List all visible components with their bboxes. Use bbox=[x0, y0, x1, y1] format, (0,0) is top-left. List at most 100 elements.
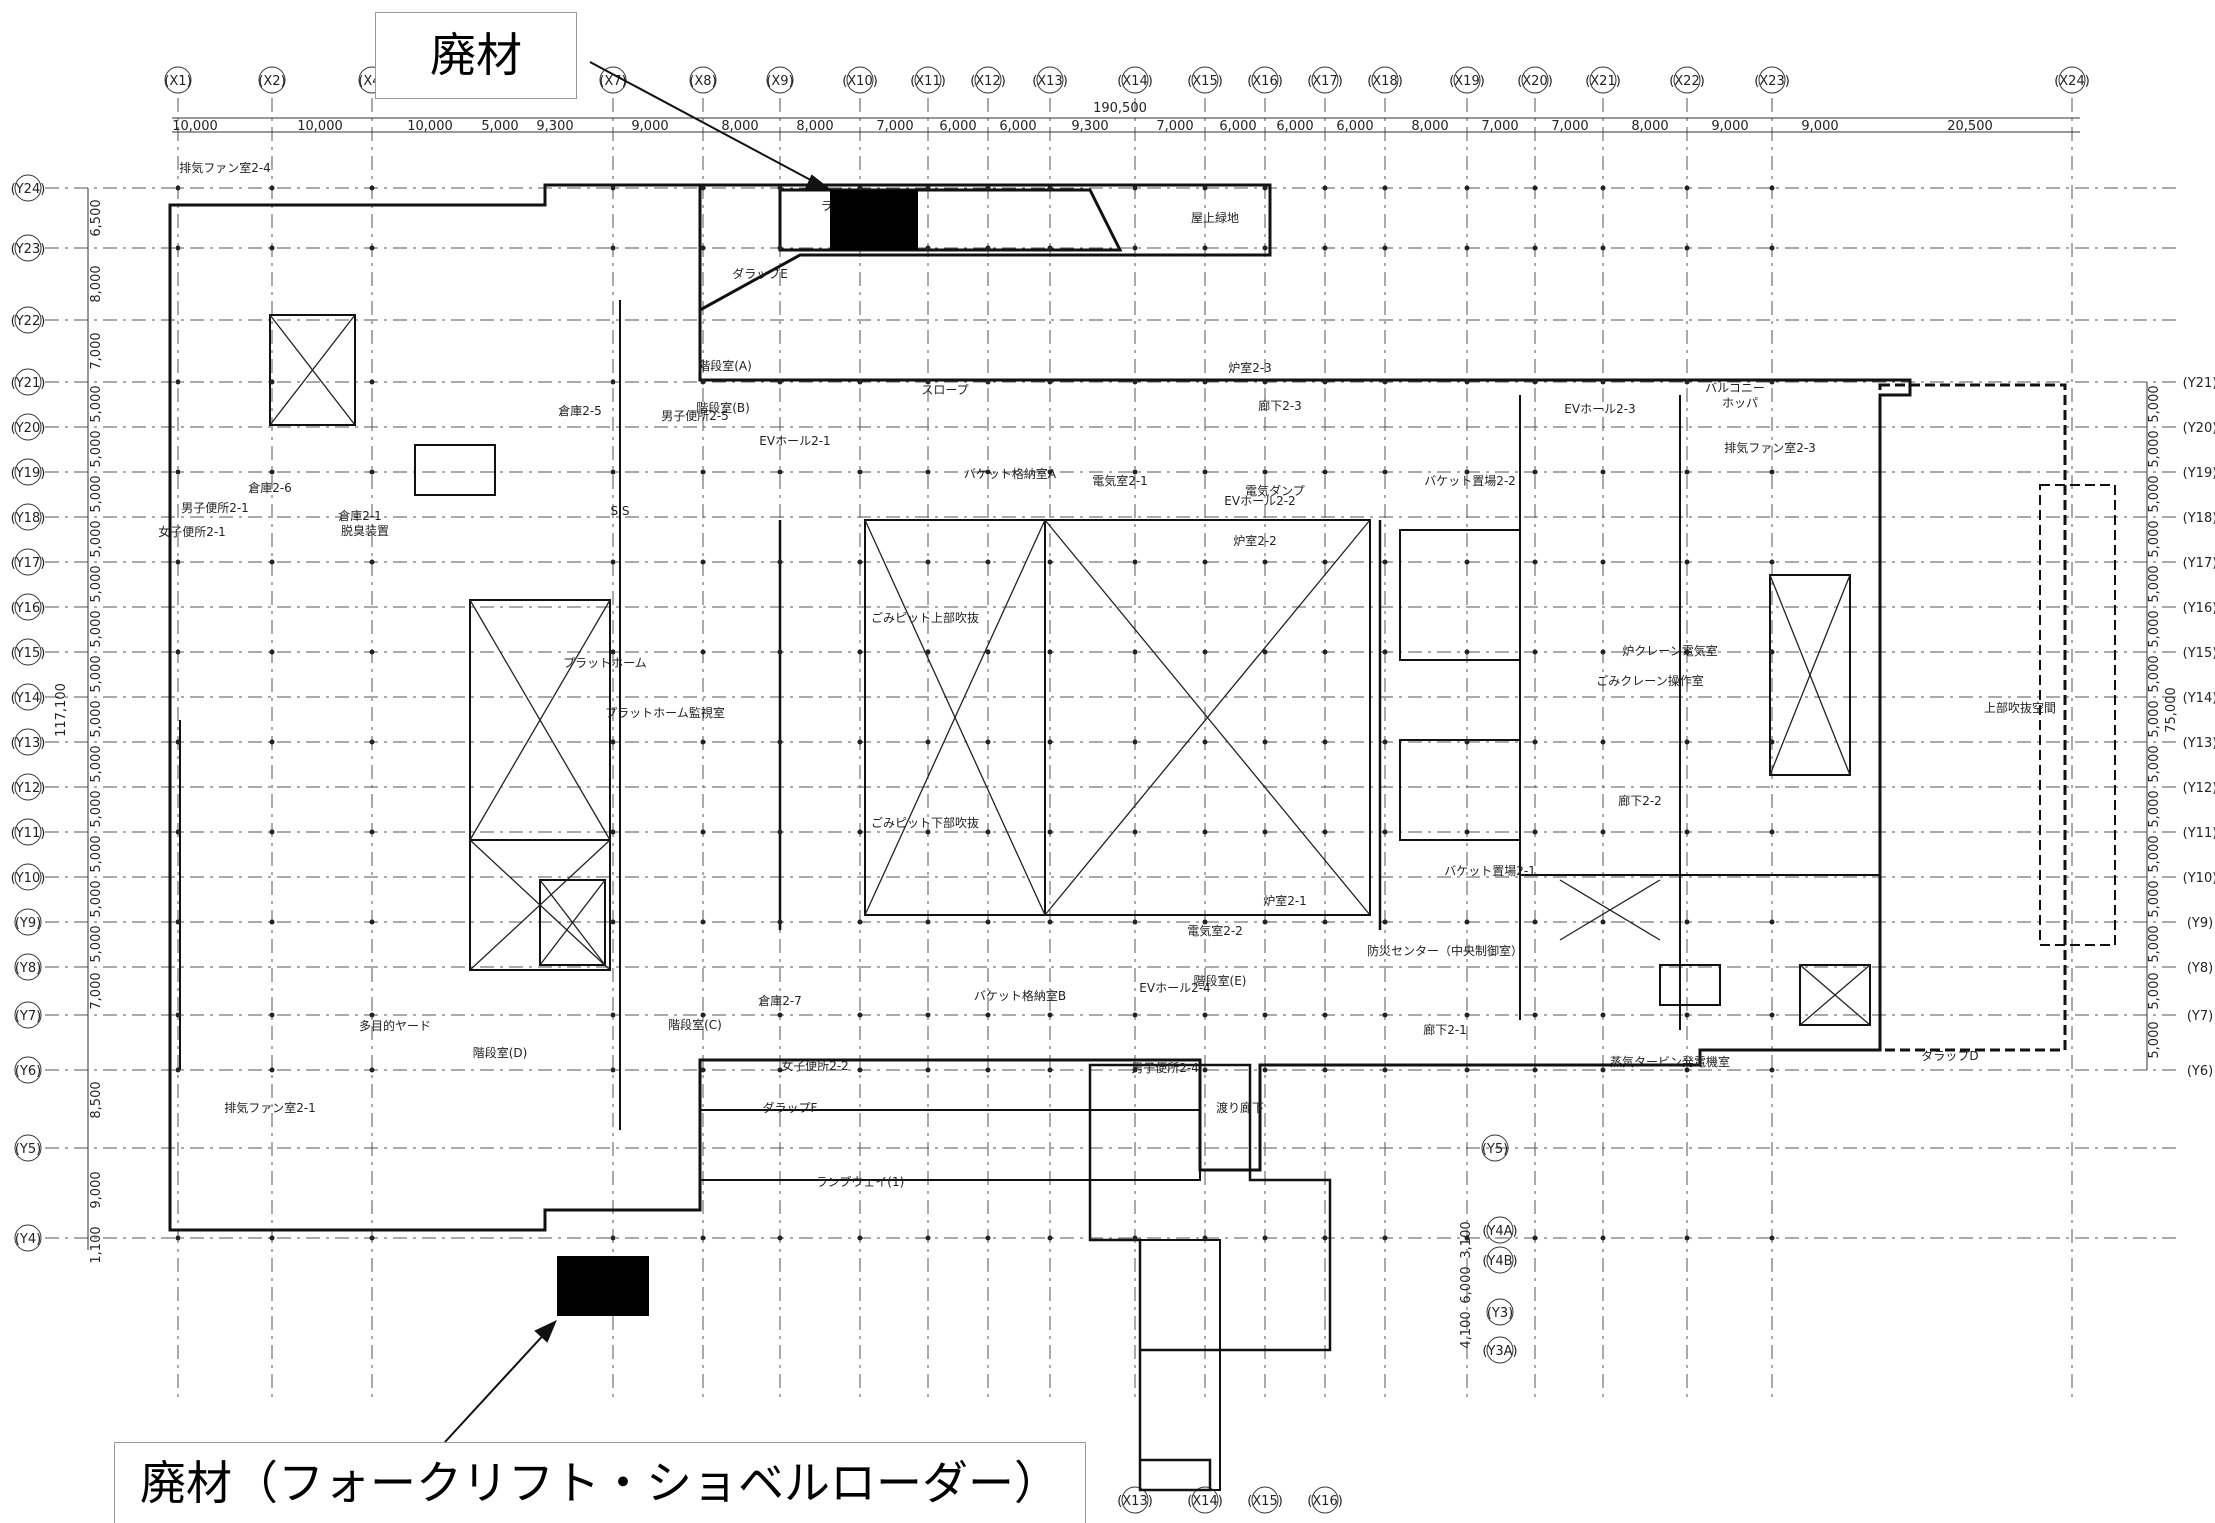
grid-label-tower-y3a: (Y3A) bbox=[1482, 1344, 1517, 1359]
dim-left-17: 8,500 bbox=[89, 1081, 104, 1118]
grid-label-y19: (Y19) bbox=[11, 466, 46, 481]
column bbox=[1202, 559, 1208, 565]
column bbox=[369, 185, 375, 191]
column bbox=[925, 185, 931, 191]
column bbox=[925, 1235, 931, 1241]
column bbox=[1047, 1012, 1053, 1018]
column bbox=[925, 469, 931, 475]
dim-right-total: 75,000 bbox=[2164, 687, 2179, 733]
dim-top-6: 8,000 bbox=[721, 119, 758, 134]
void-cross-marks bbox=[269, 314, 1871, 1026]
column bbox=[1532, 649, 1538, 655]
room-label-44: 電気室2-2 bbox=[1187, 923, 1243, 938]
column bbox=[1322, 919, 1328, 925]
grid-bubble-y18 bbox=[14, 503, 42, 531]
column bbox=[1769, 1012, 1775, 1018]
column bbox=[1684, 829, 1690, 835]
grid-label-x18: (X18) bbox=[1367, 74, 1403, 89]
column bbox=[1464, 1012, 1470, 1018]
column bbox=[1532, 1235, 1538, 1241]
column bbox=[175, 1067, 181, 1073]
column bbox=[1464, 919, 1470, 925]
dim-top-12: 7,000 bbox=[1156, 119, 1193, 134]
column bbox=[985, 185, 991, 191]
column bbox=[777, 1235, 783, 1241]
dim-left-7: 5,000 bbox=[89, 565, 104, 602]
column-dots bbox=[175, 185, 1775, 1241]
grid-bubble-x21 bbox=[1589, 66, 1617, 94]
grid-bubble-y19 bbox=[14, 458, 42, 486]
column bbox=[1382, 739, 1388, 745]
room-label-11: 炉室2-1 bbox=[1263, 893, 1307, 908]
grid-bubble-y22 bbox=[14, 306, 42, 334]
column bbox=[1202, 1012, 1208, 1018]
column bbox=[857, 919, 863, 925]
grid-label-right-y10: (Y10) bbox=[2183, 871, 2215, 886]
grid-bubble-x9 bbox=[766, 66, 794, 94]
column bbox=[700, 559, 706, 565]
room-label-6: ごみピット下部吹抜 bbox=[871, 815, 979, 830]
dim-top-13: 6,000 bbox=[1219, 119, 1256, 134]
grid-label-bottom-x15: (X15) bbox=[1247, 1494, 1283, 1509]
column bbox=[925, 829, 931, 835]
column bbox=[1202, 1067, 1208, 1073]
column bbox=[610, 739, 616, 745]
column bbox=[1382, 245, 1388, 251]
grid-label-bottom-x14: (X14) bbox=[1187, 1494, 1223, 1509]
column bbox=[1322, 1067, 1328, 1073]
grid-label-y16: (Y16) bbox=[11, 601, 46, 616]
column bbox=[1684, 1235, 1690, 1241]
room-label-35: 女子便所2-1 bbox=[158, 524, 226, 539]
column bbox=[925, 1067, 931, 1073]
column bbox=[269, 245, 275, 251]
grid-label-x1: (X1) bbox=[164, 74, 191, 89]
column bbox=[369, 919, 375, 925]
column bbox=[1684, 469, 1690, 475]
column bbox=[1262, 245, 1268, 251]
grid-label-x7: (X7) bbox=[599, 74, 626, 89]
column bbox=[925, 649, 931, 655]
grid-label-right-y8: (Y8) bbox=[2187, 961, 2213, 976]
column bbox=[1202, 829, 1208, 835]
dim-right-0: 5,000 bbox=[2147, 385, 2162, 422]
room-label-29: 階段室(A) bbox=[698, 358, 752, 373]
grid-label-x16: (X16) bbox=[1247, 74, 1283, 89]
room-label-43: 電気室2-1 bbox=[1092, 473, 1148, 488]
column bbox=[1132, 185, 1138, 191]
room-label-16: プラットホーム bbox=[563, 656, 647, 670]
column bbox=[269, 185, 275, 191]
column bbox=[985, 739, 991, 745]
column bbox=[1262, 469, 1268, 475]
dim-right-9: 5,000 bbox=[2147, 790, 2162, 827]
column bbox=[1322, 649, 1328, 655]
column bbox=[1600, 185, 1606, 191]
grid-bubble-y16 bbox=[14, 593, 42, 621]
grid-label-y23: (Y23) bbox=[11, 242, 46, 257]
dim-top-16: 8,000 bbox=[1411, 119, 1448, 134]
column bbox=[1464, 559, 1470, 565]
scrap-material-marker-top bbox=[830, 190, 918, 250]
dim-left-9: 5,000 bbox=[89, 655, 104, 692]
column bbox=[1600, 245, 1606, 251]
grid-bubble-y21 bbox=[14, 368, 42, 396]
room-label-24: EVホール2-3 bbox=[1564, 402, 1635, 416]
room-label-53: 上部吹抜空間 bbox=[1984, 700, 2056, 715]
column bbox=[985, 649, 991, 655]
dim-top-0: 10,000 bbox=[172, 119, 218, 134]
grid-bubble-tower-y4a bbox=[1486, 1216, 1514, 1244]
grid-bubble-bottom-x14 bbox=[1191, 1486, 1219, 1514]
column bbox=[1202, 185, 1208, 191]
grid-bubble-y12 bbox=[14, 773, 42, 801]
column bbox=[1047, 469, 1053, 475]
grid-label-tower-y4b: (Y4B) bbox=[1482, 1254, 1517, 1269]
dim-top-2: 10,000 bbox=[407, 119, 453, 134]
column bbox=[857, 1012, 863, 1018]
dim-top-19: 8,000 bbox=[1631, 119, 1668, 134]
dim-top-7: 8,000 bbox=[796, 119, 833, 134]
column bbox=[1047, 185, 1053, 191]
grid-bubble-x14 bbox=[1121, 66, 1149, 94]
column bbox=[1684, 1067, 1690, 1073]
grid-label-right-y6: (Y6) bbox=[2187, 1064, 2213, 1079]
column bbox=[925, 1012, 931, 1018]
